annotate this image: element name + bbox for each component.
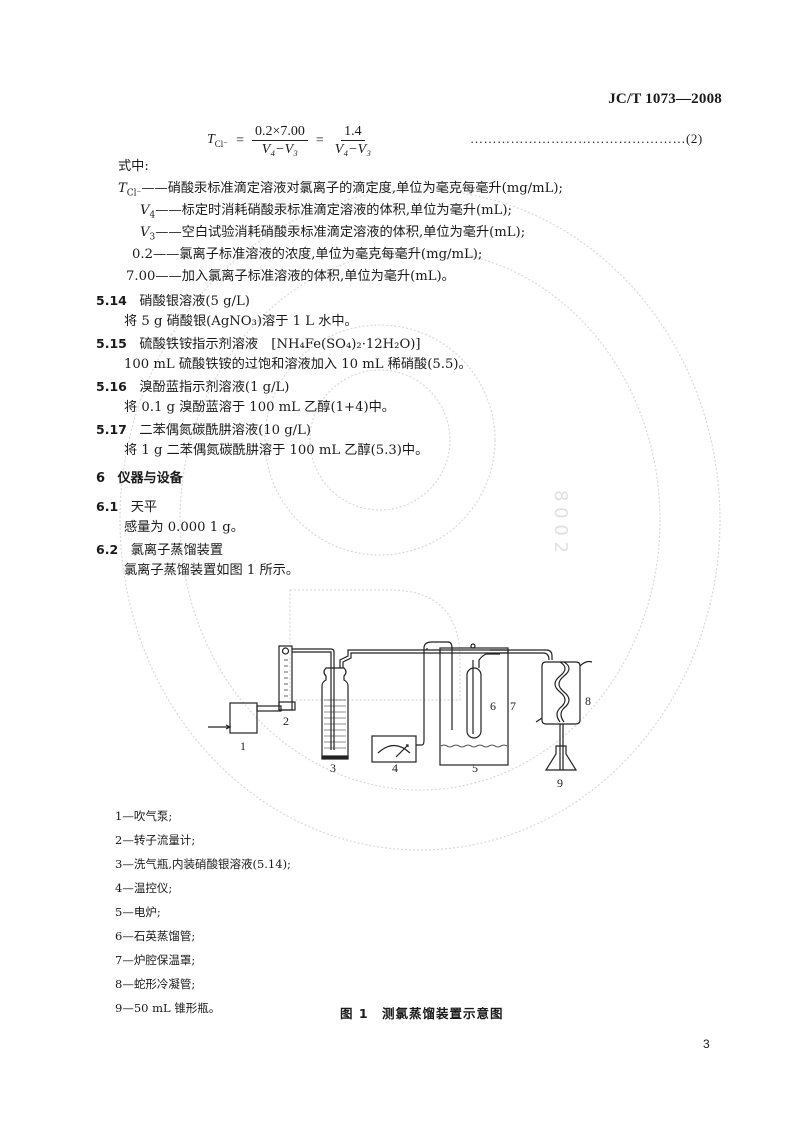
section-6-2-body: 氯离子蒸馏装置如图 1 所示。 [124, 563, 300, 578]
legend-item: 6—石英蒸馏管; [115, 929, 196, 943]
section-5-17-body: 将 1 g 二苯偶氮碳酰肼溶于 100 mL 乙醇(5.3)中。 [124, 443, 429, 458]
legend-item: 1—吹气泵; [115, 809, 173, 823]
chapter-6-heading: 6 仪器与设备 [96, 471, 183, 486]
label-1: 1 [240, 739, 246, 753]
section-6-1-heading: 6.1 天平 [96, 499, 158, 515]
section-5-17-heading: 5.17 二苯偶氮碳酰肼溶液(10 g/L) [96, 422, 312, 438]
section-5-14-body: 将 5 g 硝酸银(AgNO₃)溶于 1 L 水中。 [124, 314, 358, 329]
legend-item: 4—温控仪; [115, 881, 173, 895]
equation-number: …………………………………………(2) [470, 131, 703, 146]
legend-item: 9—50 mL 锥形瓶。 [115, 1001, 221, 1015]
coil-condenser-icon [541, 661, 581, 725]
where-label: 式中: [118, 159, 149, 174]
legend-item: 2—转子流量计; [115, 833, 196, 847]
formula-2: TCl⁻ = 0.2×7.00 V₄−V₃ = 1.4 V₄−V₃ [207, 123, 374, 158]
label-5: 5 [472, 761, 478, 775]
label-9: 9 [557, 776, 563, 790]
section-6-1-body: 感量为 0.000 1 g。 [124, 520, 244, 535]
section-5-16-heading: 5.16 溴酚蓝指示剂溶液(1 g/L) [96, 379, 290, 395]
label-7: 7 [510, 699, 516, 713]
formula-lhs: TCl⁻ [207, 131, 229, 149]
standard-code-header: JC/T 1073—2008 [608, 91, 722, 107]
electric-furnace-icon [439, 649, 509, 766]
label-3: 3 [330, 761, 336, 775]
temperature-controller-icon [371, 735, 417, 763]
label-6: 6 [490, 699, 496, 713]
where-item: V3——空白试验消耗硝酸汞标准滴定溶液的体积,单位为毫升(mL); [140, 225, 526, 243]
distillation-apparatus-diagram: 1 2 3 4 5 6 7 8 9 [208, 641, 593, 790]
where-item: 7.00——加入氯离子标准溶液的体积,单位为毫升(mL)。 [126, 269, 455, 284]
figure-caption: 图 1 测氯蒸馏装置示意图 [340, 1006, 504, 1021]
section-5-16-body: 将 0.1 g 溴酚蓝溶于 100 mL 乙醇(1+4)中。 [124, 400, 395, 415]
label-8: 8 [585, 694, 591, 708]
section-5-15-body: 100 mL 硫酸铁铵的过饱和溶液加入 10 mL 稀硝酸(5.5)。 [124, 357, 472, 372]
where-item: 0.2——氯离子标准溶液的浓度,单位为毫克每毫升(mg/mL); [132, 247, 483, 262]
blower-pump-icon [229, 702, 258, 734]
section-6-2-heading: 6.2 氯离子蒸馏装置 [96, 542, 224, 558]
conical-flask-icon [544, 745, 578, 771]
where-item: V4——标定时消耗硝酸汞标准滴定溶液的体积,单位为毫升(mL); [140, 203, 512, 221]
section-5-14-heading: 5.14 硝酸银溶液(5 g/L) [96, 293, 250, 309]
label-2: 2 [283, 714, 289, 728]
svg-text:8 0 0 2: 8 0 0 2 [550, 490, 571, 553]
section-5-15-heading: 5.15 硫酸铁铵指示剂溶液 [NH₄Fe(SO₄)₂·12H₂O)] [96, 336, 421, 352]
gas-wash-bottle-icon [321, 667, 349, 759]
legend-item: 3—洗气瓶,内装硝酸银溶液(5.14); [115, 857, 291, 871]
page-number: 3 [703, 1037, 710, 1051]
label-4: 4 [392, 761, 398, 775]
legend-item: 5—电炉; [115, 905, 161, 919]
fraction-1: 0.2×7.00 V₄−V₃ [251, 123, 308, 158]
legend-item: 7—炉腔保温罩; [115, 953, 196, 967]
legend-item: 8—蛇形冷凝管; [115, 977, 196, 991]
where-item: TCl⁻——硝酸汞标准滴定溶液对氯离子的滴定度,单位为毫克每毫升(mg/mL); [118, 181, 563, 199]
quartz-distillation-tube-icon [466, 667, 482, 739]
fraction-2: 1.4 V₄−V₃ [334, 124, 372, 157]
